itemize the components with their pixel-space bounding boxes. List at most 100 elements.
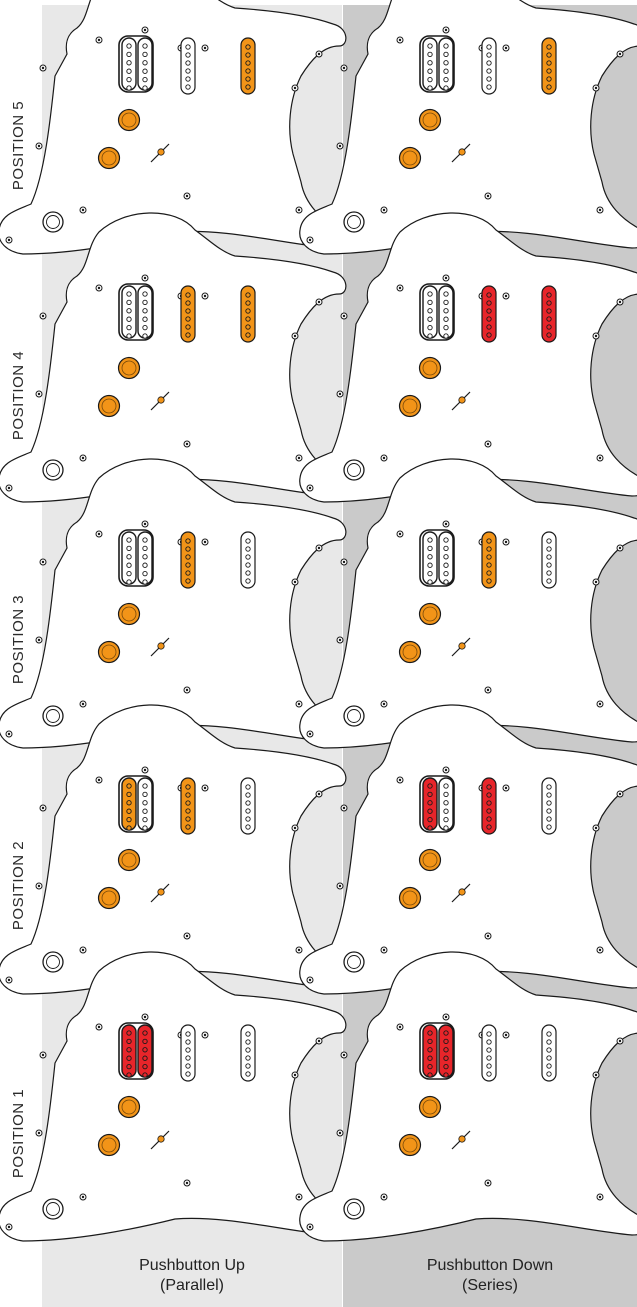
pole-piece	[546, 546, 552, 552]
pole-piece	[126, 324, 132, 331]
middle-pickup	[180, 531, 196, 589]
middle-pickup	[180, 777, 196, 835]
pole-piece	[486, 1071, 492, 1077]
knob-icon	[97, 394, 121, 418]
pole-piece	[427, 800, 433, 806]
pole-piece	[546, 554, 552, 560]
screw-icon	[336, 1129, 344, 1137]
screw-icon	[396, 530, 404, 538]
pole-piece	[443, 76, 449, 83]
pole-piece	[185, 538, 191, 544]
pickguard-p2-series	[299, 704, 637, 995]
knob-icon	[97, 1133, 121, 1157]
screw-icon	[35, 636, 43, 644]
pole-piece	[427, 783, 433, 789]
pole-piece	[142, 537, 148, 543]
pole-piece	[443, 791, 449, 798]
pole-piece	[443, 579, 449, 585]
neck-pickup	[541, 37, 557, 95]
pole-piece	[427, 316, 433, 322]
pole-piece	[185, 1063, 191, 1069]
pole-piece	[126, 68, 132, 74]
pole-piece	[427, 791, 433, 798]
pole-piece	[245, 546, 251, 552]
screw-icon	[79, 1193, 87, 1201]
middle-pickup	[481, 777, 497, 835]
pole-piece	[486, 562, 492, 568]
pole-piece	[443, 316, 449, 322]
screw-icon	[502, 44, 510, 52]
pole-piece	[185, 1071, 191, 1077]
screw-icon	[396, 1023, 404, 1031]
screw-icon	[502, 784, 510, 792]
pole-piece	[185, 332, 191, 338]
pole-piece	[185, 578, 191, 584]
screw-icon	[442, 520, 450, 528]
middle-pickup	[481, 1024, 497, 1082]
screw-icon	[183, 1179, 191, 1187]
screw-icon	[306, 236, 314, 244]
screw-icon	[183, 192, 191, 200]
knob-icon	[117, 1095, 141, 1119]
pole-piece	[142, 51, 148, 58]
pole-piece	[546, 578, 552, 584]
pole-piece	[185, 546, 191, 552]
selector-switch-icon	[150, 391, 170, 411]
pole-piece	[443, 570, 449, 577]
pole-piece	[486, 1031, 492, 1037]
screw-icon	[616, 544, 624, 552]
pole-piece	[443, 291, 449, 297]
neck-pickup	[240, 531, 256, 589]
pole-piece	[427, 808, 433, 814]
pole-piece	[245, 562, 251, 568]
screw-icon	[79, 206, 87, 214]
pole-piece	[185, 1039, 191, 1045]
screw-icon	[616, 298, 624, 306]
pole-piece	[185, 554, 191, 560]
pushbutton-icon	[343, 459, 365, 481]
pole-piece	[443, 60, 449, 66]
pole-piece	[427, 299, 433, 306]
pickguard-p3-parallel	[0, 458, 350, 749]
pickguard-p4-series	[299, 212, 637, 503]
caption-parallel-line1: Pushbutton Up	[139, 1257, 245, 1274]
screw-icon	[95, 284, 103, 292]
pole-piece	[245, 1055, 251, 1061]
pole-piece	[142, 791, 148, 798]
pole-piece	[245, 1071, 251, 1077]
screw-icon	[295, 454, 303, 462]
pushbutton-icon	[343, 705, 365, 727]
pole-piece	[486, 52, 492, 58]
pickguard-outline	[0, 0, 350, 255]
screw-icon	[592, 332, 600, 340]
pole-piece	[245, 800, 251, 806]
pole-piece	[185, 570, 191, 576]
screw-icon	[35, 142, 43, 150]
pole-piece	[427, 1047, 433, 1053]
screw-icon	[592, 1071, 600, 1079]
pole-piece	[142, 570, 148, 577]
pole-piece	[427, 85, 433, 91]
pushbutton-icon	[343, 211, 365, 233]
screw-icon	[295, 206, 303, 214]
screw-icon	[35, 1129, 43, 1137]
pole-piece	[443, 1063, 449, 1070]
neck-pickup	[240, 777, 256, 835]
screw-icon	[201, 784, 209, 792]
pole-piece	[486, 68, 492, 74]
screw-icon	[596, 946, 604, 954]
pole-piece	[546, 52, 552, 58]
pole-piece	[546, 68, 552, 74]
selector-switch-icon	[451, 883, 471, 903]
pole-piece	[185, 68, 191, 74]
screw-icon	[79, 454, 87, 462]
screw-icon	[502, 292, 510, 300]
pole-piece	[427, 333, 433, 339]
pole-piece	[245, 84, 251, 90]
pole-piece	[245, 1047, 251, 1053]
screw-icon	[396, 284, 404, 292]
pole-piece	[142, 579, 148, 585]
screw-icon	[201, 292, 209, 300]
pole-piece	[427, 579, 433, 585]
pole-piece	[546, 538, 552, 544]
